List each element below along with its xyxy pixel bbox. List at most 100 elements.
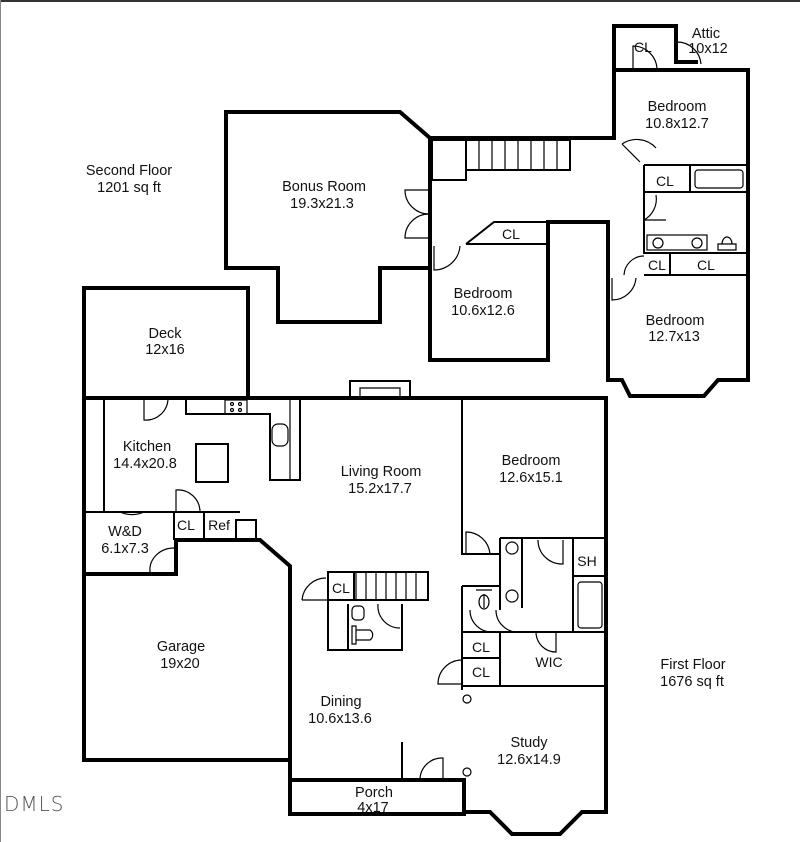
wd-label: W&D bbox=[108, 524, 142, 540]
deck-dims: 12x16 bbox=[145, 342, 185, 358]
bedroom-ne-dims: 10.8x12.7 bbox=[645, 116, 709, 132]
fireplace bbox=[349, 380, 411, 398]
bonus-door-swing bbox=[404, 189, 431, 215]
garage-dims: 19x20 bbox=[160, 656, 200, 672]
sink-icon bbox=[505, 589, 519, 603]
garage-door-swing bbox=[149, 547, 175, 573]
bedroom-main-dims: 12.6x15.1 bbox=[499, 470, 563, 486]
bedroom-mid-dims: 10.6x12.6 bbox=[451, 303, 515, 319]
bathtub-icon bbox=[577, 581, 603, 629]
closet-door-swing bbox=[301, 577, 327, 601]
bonus-room-walls bbox=[224, 110, 432, 324]
wic-label: WIC bbox=[535, 654, 562, 670]
closet-label: CL bbox=[648, 257, 666, 273]
bath-door-swing bbox=[495, 609, 521, 633]
cabinet bbox=[235, 519, 257, 541]
garage-label: Garage bbox=[157, 639, 205, 655]
sink-icon bbox=[691, 237, 703, 249]
vanity bbox=[646, 234, 708, 251]
bonus-room-dims: 19.3x21.3 bbox=[290, 196, 354, 212]
bedroom-door-swing bbox=[465, 531, 491, 555]
closet-door-swing bbox=[632, 45, 658, 71]
half-bath-walls bbox=[327, 600, 403, 651]
closet-label: CL bbox=[697, 257, 715, 273]
second-floor-plan bbox=[224, 24, 750, 398]
first-floor-stairs bbox=[327, 571, 429, 601]
upper-stairs bbox=[465, 139, 571, 171]
labels: Second Floor 1201 sq ft Attic 10x12 CL B… bbox=[4, 26, 728, 816]
attic-door-swing bbox=[676, 41, 702, 65]
bonus-door-swing bbox=[404, 213, 431, 239]
closet-label: CL bbox=[634, 39, 652, 55]
bedroom-mid-label: Bedroom bbox=[454, 286, 513, 302]
watermark-logo: DMLS bbox=[4, 792, 65, 816]
bedroom-wall bbox=[461, 398, 500, 555]
deck-label: Deck bbox=[148, 326, 182, 342]
closet-door-swing bbox=[175, 489, 201, 513]
bath-door-swing bbox=[537, 539, 564, 565]
kitchen-island bbox=[195, 443, 229, 483]
second-floor-title: Second Floor bbox=[86, 163, 172, 179]
garage-walls bbox=[84, 538, 292, 760]
dining-label: Dining bbox=[320, 694, 361, 710]
wic-door-swing bbox=[535, 631, 557, 653]
closet-label: CL bbox=[502, 226, 520, 242]
bedroom-door-swing bbox=[611, 277, 637, 301]
sink-icon bbox=[271, 423, 289, 447]
closet-label: CL bbox=[472, 664, 490, 680]
kitchen-door-swing bbox=[143, 397, 169, 421]
dining-dims: 10.6x13.6 bbox=[308, 711, 372, 727]
refrigerator-label: Ref bbox=[208, 517, 230, 533]
wd-dims: 6.1x7.3 bbox=[101, 541, 149, 557]
toilet-icon bbox=[351, 625, 374, 645]
bedroom-door-swing bbox=[433, 245, 461, 271]
sink-icon bbox=[652, 237, 664, 249]
bedroom-ne-label: Bedroom bbox=[648, 99, 707, 115]
porch-walls bbox=[288, 778, 466, 816]
bathtub-icon bbox=[694, 169, 744, 189]
kitchen-dims: 14.4x20.8 bbox=[113, 456, 177, 472]
column-icon bbox=[462, 694, 472, 704]
image-top-border bbox=[0, 0, 800, 2]
attic-closet-walls bbox=[612, 24, 698, 70]
image-left-border bbox=[0, 0, 1, 842]
study-label: Study bbox=[510, 735, 548, 751]
closet-door-swing bbox=[623, 255, 645, 276]
kitchen-label: Kitchen bbox=[123, 439, 171, 455]
first-floor-title: First Floor bbox=[660, 657, 725, 673]
first-floor-plan bbox=[82, 286, 608, 836]
first-floor-area: 1676 sq ft bbox=[660, 674, 724, 690]
sink-icon bbox=[351, 605, 365, 621]
porch-dims: 4x17 bbox=[357, 800, 388, 816]
kitchen-counter bbox=[185, 398, 301, 481]
toilet-icon bbox=[476, 589, 492, 608]
half-bath-door-swing bbox=[377, 603, 401, 629]
attic-label: Attic bbox=[692, 26, 720, 42]
stair-landing bbox=[431, 139, 467, 181]
column-icon bbox=[462, 767, 472, 777]
bedroom-door-swing bbox=[621, 138, 657, 163]
closet-label: CL bbox=[656, 173, 674, 189]
closet-label: CL bbox=[472, 639, 490, 655]
toilet-door-swing bbox=[469, 609, 495, 633]
toilet-icon bbox=[717, 236, 737, 251]
sink-icon bbox=[505, 541, 519, 555]
bath-wall bbox=[643, 165, 748, 254]
porch-label: Porch bbox=[355, 785, 393, 801]
bonus-room-label: Bonus Room bbox=[282, 179, 366, 195]
shower-label: SH bbox=[577, 553, 596, 569]
second-floor-area: 1201 sq ft bbox=[97, 180, 161, 196]
closet-label: CL bbox=[332, 580, 350, 596]
bath-door-swing bbox=[643, 194, 666, 221]
bedroom-e-dims: 12.7x13 bbox=[648, 329, 700, 345]
living-room-dims: 15.2x17.7 bbox=[348, 481, 412, 497]
study-dims: 12.6x14.9 bbox=[497, 752, 561, 768]
closet-door-swing bbox=[437, 659, 463, 685]
attic-dims: 10x12 bbox=[688, 41, 728, 57]
living-room-label: Living Room bbox=[341, 464, 422, 480]
bedroom-main-label: Bedroom bbox=[502, 453, 561, 469]
laundry-door-swing bbox=[119, 511, 145, 516]
closet-wall bbox=[465, 221, 548, 245]
fireplace-hearth bbox=[359, 387, 401, 398]
